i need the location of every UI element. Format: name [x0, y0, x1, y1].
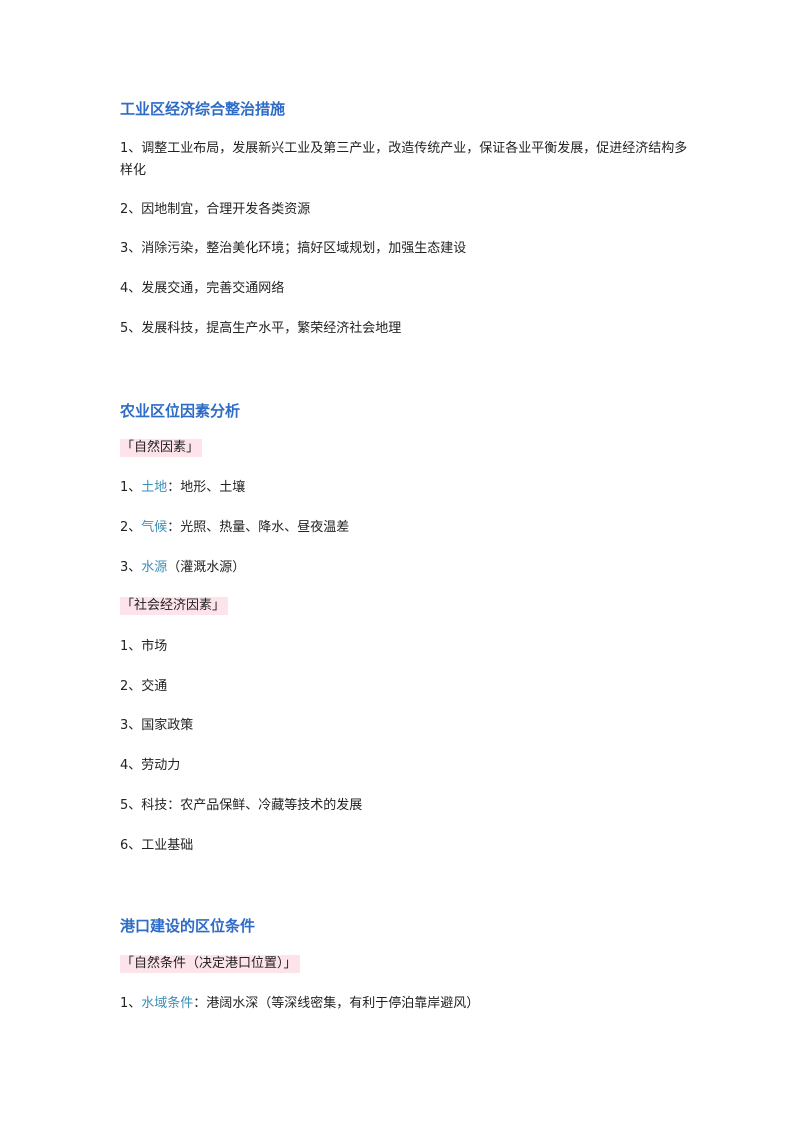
- list-item: 6、工业基础: [120, 835, 690, 857]
- item-text: ：港阔水深（等深线密集，有利于停泊靠岸避风）: [193, 996, 480, 1011]
- item-text: ：光照、热量、降水、昼夜温差: [167, 520, 350, 535]
- item-number: 3、: [120, 560, 142, 575]
- list-item: 4、发展交通，完善交通网络: [120, 278, 690, 300]
- section-title-agriculture-location: 农业区位因素分析: [120, 402, 241, 420]
- item-text: 发展科技，提高生产水平，繁荣经济社会地理: [141, 321, 402, 336]
- item-number: 2、: [120, 202, 142, 217]
- item-text: 国家政策: [141, 718, 194, 733]
- section-title-industrial-remediation: 工业区经济综合整治措施: [120, 100, 286, 118]
- item-number: 2、: [120, 679, 142, 694]
- item-text: （灌溉水源）: [167, 560, 246, 575]
- item-number: 3、: [120, 718, 142, 733]
- item-number: 1、: [120, 141, 142, 156]
- list-item: 1、调整工业布局，发展新兴工业及第三产业，改造传统产业，保证各业平衡发展，促进经…: [120, 138, 690, 182]
- category-tag: 「自然条件（决定港口位置）」: [120, 955, 300, 973]
- item-number: 6、: [120, 838, 142, 853]
- item-text: 消除污染，整治美化环境；搞好区域规划，加强生态建设: [141, 241, 467, 256]
- list-item: 3、消除污染，整治美化环境；搞好区域规划，加强生态建设: [120, 238, 690, 260]
- item-text: 科技：农产品保鲜、冷藏等技术的发展: [141, 798, 363, 813]
- item-text: 发展交通，完善交通网络: [141, 281, 285, 296]
- item-number: 3、: [120, 241, 142, 256]
- item-number: 4、: [120, 758, 142, 773]
- item-number: 1、: [120, 639, 142, 654]
- item-number: 4、: [120, 281, 142, 296]
- list-item: 3、国家政策: [120, 715, 690, 737]
- list-item: 5、发展科技，提高生产水平，繁荣经济社会地理: [120, 318, 690, 340]
- list-item: 2、交通: [120, 676, 690, 698]
- item-text: ：地形、土壤: [167, 480, 246, 495]
- section-title-port-location: 港口建设的区位条件: [120, 917, 256, 935]
- category-tag: 「自然因素」: [120, 439, 203, 457]
- item-text: 市场: [141, 639, 168, 654]
- item-number: 5、: [120, 798, 142, 813]
- list-item: 2、气候：光照、热量、降水、昼夜温差: [120, 517, 690, 539]
- category-tag: 「社会经济因素」: [120, 597, 229, 615]
- item-text: 工业基础: [141, 838, 194, 853]
- list-item: 1、市场: [120, 636, 690, 658]
- list-item: 1、水域条件：港阔水深（等深线密集，有利于停泊靠岸避风）: [120, 993, 690, 1015]
- item-text: 劳动力: [141, 758, 181, 773]
- list-item: 5、科技：农产品保鲜、冷藏等技术的发展: [120, 795, 690, 817]
- item-number: 5、: [120, 321, 142, 336]
- item-number: 1、: [120, 480, 142, 495]
- list-item: 4、劳动力: [120, 755, 690, 777]
- item-text: 因地制宜，合理开发各类资源: [141, 202, 311, 217]
- list-item: 1、土地：地形、土壤: [120, 477, 690, 499]
- list-item: 2、因地制宜，合理开发各类资源: [120, 199, 690, 221]
- item-keyword: 气候: [141, 520, 168, 535]
- item-text: 交通: [141, 679, 168, 694]
- item-number: 1、: [120, 996, 142, 1011]
- item-keyword: 水域条件: [141, 996, 194, 1011]
- item-keyword: 水源: [141, 560, 168, 575]
- list-item: 3、水源（灌溉水源）: [120, 557, 690, 579]
- item-number: 2、: [120, 520, 142, 535]
- item-keyword: 土地: [141, 480, 168, 495]
- item-text: 调整工业布局，发展新兴工业及第三产业，改造传统产业，保证各业平衡发展，促进经济结…: [120, 141, 688, 178]
